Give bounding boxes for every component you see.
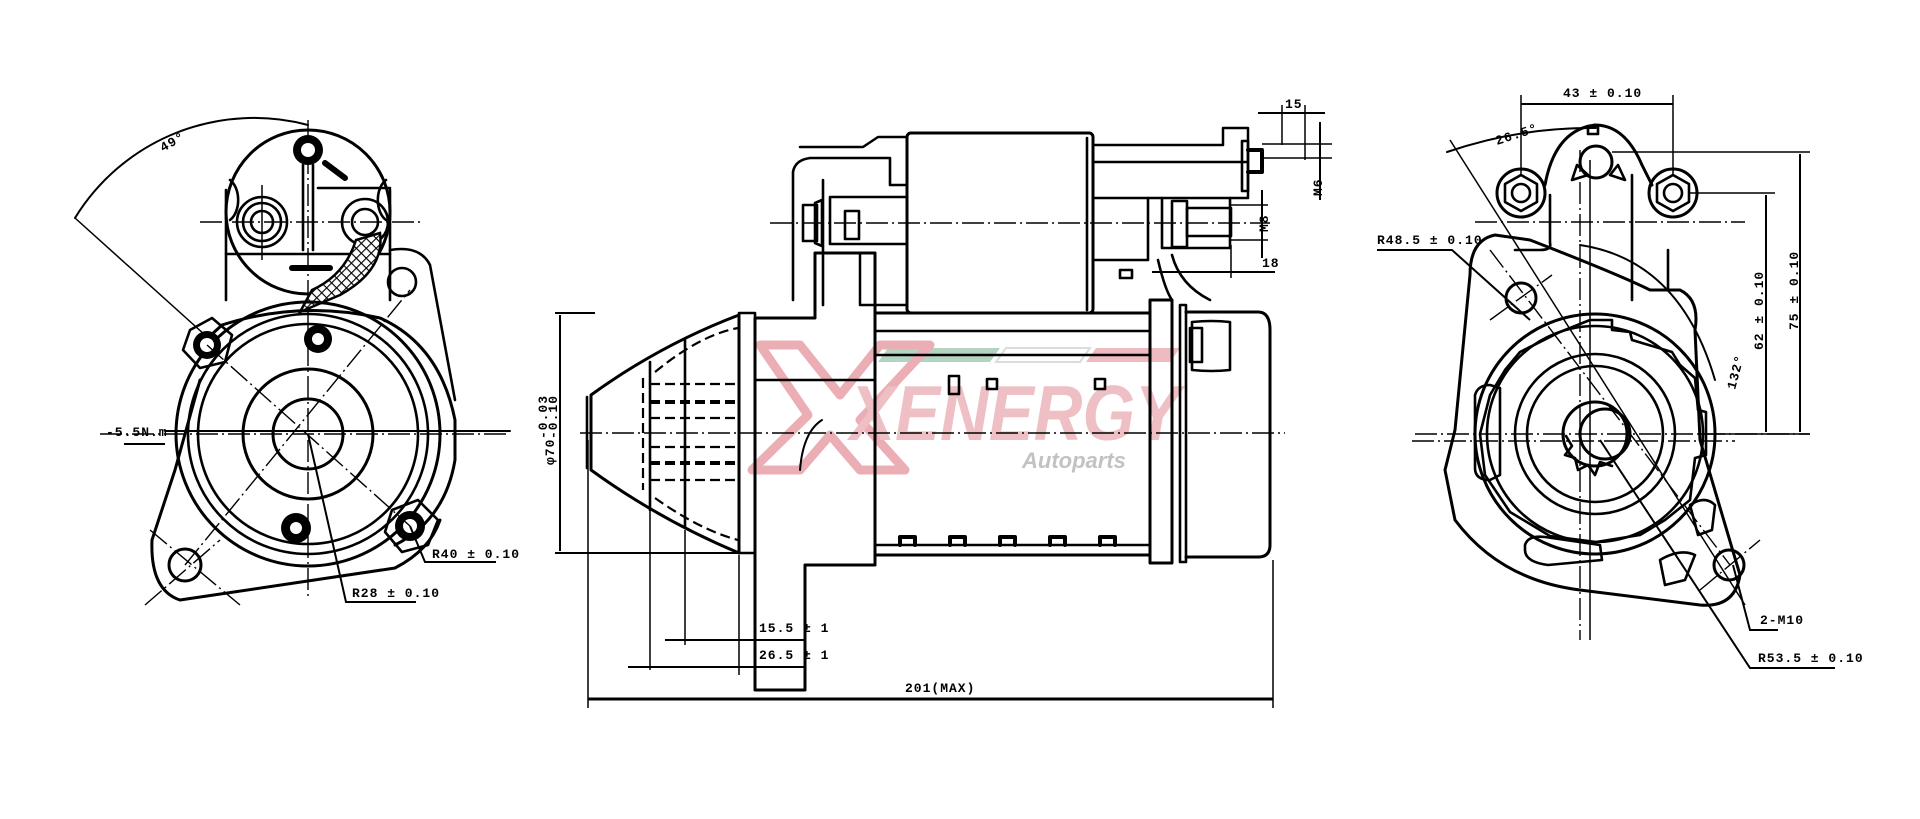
dim-15-5-label: 15.5 ± 1 [759, 621, 829, 636]
diameter-label: φ70 [543, 439, 558, 465]
height-75-label: 75 ± 0.10 [1787, 251, 1802, 330]
r48-label: R48.5 ± 0.10 [1377, 233, 1483, 248]
watermark-brand-text: XENERGY [847, 369, 1186, 457]
dim-15-label: 15 [1285, 97, 1303, 112]
dim-26-5-label: 26.5 ± 1 [759, 648, 829, 663]
bolt-lower-right [383, 498, 440, 554]
r53-label: R53.5 ± 0.10 [1758, 651, 1864, 666]
diameter-tol-upper: -0.03 [536, 395, 551, 439]
watermark-sub-text: Autoparts [1021, 448, 1126, 473]
bolt-top [304, 325, 332, 353]
r28-label: R28 ± 0.10 [352, 586, 440, 601]
bolt-bottom [281, 513, 311, 543]
terminal-top [293, 135, 348, 252]
side-view-center: φ70 -0.03 -0.10 15.5 ± 1 26.5 ± 1 201(MA… [536, 97, 1332, 708]
watermark-logo: XENERGY Autoparts [747, 340, 1186, 475]
torque-label: -5.5N.m [106, 425, 168, 440]
right-terminal-right [1647, 167, 1699, 219]
height-62-label: 62 ± 0.10 [1752, 271, 1767, 350]
holes-m10-label: 2-M10 [1760, 613, 1804, 628]
diameter-tol-lower: -0.10 [546, 395, 561, 439]
rear-view-right: 43 ± 0.10 26.5° R48.5 ± 0.10 75 ± 0.10 6… [1377, 86, 1864, 669]
angle-26-5-label: 26.5° [1494, 121, 1540, 149]
right-terminal-left [1495, 167, 1547, 219]
pinion-gear [1563, 434, 1614, 477]
angle-49-label: 49° [158, 129, 188, 155]
watermark-stripe-gray [994, 347, 1092, 363]
r40-label: R40 ± 0.10 [432, 547, 520, 562]
overall-length-label: 201(MAX) [905, 681, 975, 696]
dim-m8-label: M8 [1257, 214, 1272, 232]
dim-m6-label: M6 [1311, 178, 1326, 196]
watermark-x [747, 340, 935, 475]
angle-132-label: 132° [1724, 353, 1748, 391]
dim-18-label: 18 [1262, 256, 1280, 271]
terminal-left [235, 185, 289, 260]
spacing-43-label: 43 ± 0.10 [1563, 86, 1642, 101]
front-view-left: 49° [74, 116, 520, 606]
diameter-label-group: φ70 -0.03 -0.10 [536, 395, 561, 465]
